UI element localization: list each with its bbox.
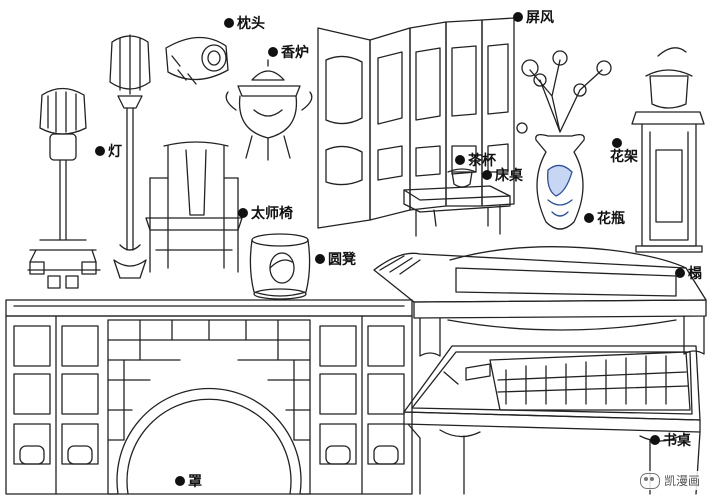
label-teacup: 茶杯 <box>455 150 496 170</box>
label-pillow-text: 枕头 <box>237 16 265 32</box>
vase-drawing <box>516 50 612 230</box>
label-armchair: 太师椅 <box>238 203 293 223</box>
moon-gate-partition-drawing <box>5 299 413 495</box>
label-dot-icon <box>675 268 685 278</box>
label-teacup-text: 茶杯 <box>468 153 496 169</box>
label-dot-icon <box>238 208 248 218</box>
label-partition-text: 罩 <box>188 474 202 490</box>
flower-stand-drawing <box>631 47 705 253</box>
label-drum-stool-text: 圆凳 <box>328 252 356 268</box>
label-dot-icon <box>268 47 278 57</box>
standing-lamp-drawing <box>27 87 101 289</box>
bed-table-drawing <box>403 168 511 237</box>
label-screen: 屏风 <box>513 7 554 27</box>
lantern-pole-drawing <box>109 34 151 279</box>
watermark: 凯漫画 <box>635 471 704 490</box>
censer-drawing <box>225 59 313 161</box>
armchair-drawing <box>145 141 243 273</box>
label-drum-stool: 圆凳 <box>315 249 356 269</box>
label-bed-table: 床桌 <box>482 165 523 185</box>
folding-screen-drawing <box>317 17 515 229</box>
label-dot-icon <box>315 254 325 264</box>
desk-drawing <box>403 345 701 495</box>
pillow-drawing <box>165 36 229 85</box>
label-dot-icon <box>612 138 622 148</box>
label-dot-icon <box>584 213 594 223</box>
drum-stool-drawing <box>249 233 311 300</box>
label-dot-icon <box>224 18 234 28</box>
label-desk-text: 书桌 <box>663 433 691 449</box>
label-dot-icon <box>650 435 660 445</box>
label-dot-icon <box>175 476 185 486</box>
chat-bubble-icon <box>639 472 660 489</box>
label-desk: 书桌 <box>650 430 691 450</box>
label-vase-text: 花瓶 <box>597 211 625 227</box>
label-lamp-text: 灯 <box>108 144 122 160</box>
label-pillow: 枕头 <box>224 13 265 33</box>
label-censer: 香炉 <box>268 42 309 62</box>
label-flower-stand: 花架 <box>610 138 638 166</box>
label-daybed: 榻 <box>675 263 702 283</box>
label-lamp: 灯 <box>95 141 122 161</box>
label-armchair-text: 太师椅 <box>251 206 293 222</box>
label-partition: 罩 <box>175 471 202 491</box>
label-dot-icon <box>513 12 523 22</box>
label-dot-icon <box>95 146 105 156</box>
label-screen-text: 屏风 <box>526 10 554 26</box>
label-vase: 花瓶 <box>584 208 625 228</box>
label-bed-table-text: 床桌 <box>495 168 523 184</box>
label-daybed-text: 榻 <box>688 266 702 282</box>
label-flower-stand-text: 花架 <box>610 149 638 165</box>
daybed-drawing <box>373 246 707 357</box>
label-dot-icon <box>482 170 492 180</box>
label-censer-text: 香炉 <box>281 45 309 61</box>
label-dot-icon <box>455 155 465 165</box>
watermark-text: 凯漫画 <box>663 474 700 488</box>
